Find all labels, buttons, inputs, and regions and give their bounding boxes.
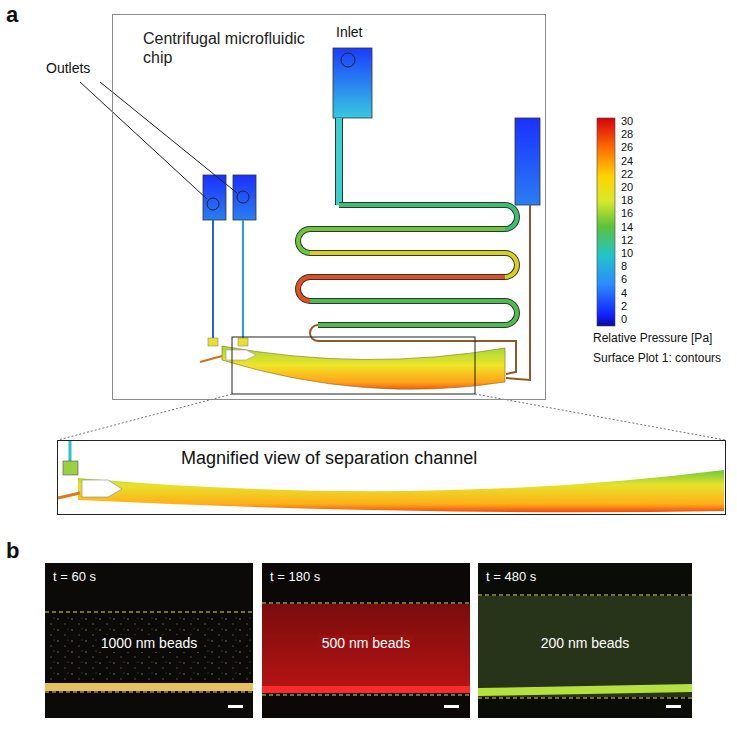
colorbar-tick: 28 — [621, 128, 633, 141]
colorbar-tick: 30 — [621, 115, 633, 128]
bead-size: 500 nm beads — [319, 635, 414, 652]
micrograph-panel: t = 60 s 1000 nm beads — [45, 563, 253, 718]
colorbar-tick: 18 — [621, 194, 633, 207]
colorbar-title: Relative Pressure [Pa] — [593, 331, 712, 345]
colorbar-tick: 20 — [621, 181, 633, 194]
colorbar-note: Surface Plot 1: contours — [593, 351, 721, 365]
time-stamp: t = 60 s — [53, 569, 96, 585]
colorbar-tick: 2 — [621, 300, 627, 313]
colorbar-tick: 16 — [621, 207, 633, 220]
micrograph-1000nm — [45, 563, 253, 718]
colorbar-tick: 6 — [621, 273, 627, 286]
view-title: Magnified view of separation channel — [178, 448, 480, 470]
time-stamp: t = 180 s — [270, 569, 320, 585]
panel-letter: a — [6, 2, 18, 28]
colorbar-tick: 24 — [621, 155, 633, 168]
micrograph-200nm — [478, 563, 692, 718]
colorbar-tick: 22 — [621, 168, 633, 181]
chip-outline: Centrifugal microfluidic chip — [112, 14, 546, 400]
magnified-view-box: Magnified view of separation channel — [57, 440, 726, 515]
colorbar-tick: 14 — [621, 221, 633, 234]
part-label: Inlet — [336, 24, 362, 41]
micrograph-panel: t = 480 s 200 nm beads — [478, 563, 692, 718]
colorbar-tick: 26 — [621, 141, 633, 154]
micrograph-panel: t = 180 s 500 nm beads — [262, 563, 470, 718]
colorbar-tick: 0 — [621, 313, 627, 326]
chip-title: Centrifugal microfluidic chip — [143, 29, 333, 67]
time-stamp: t = 480 s — [486, 569, 536, 585]
chip-drawing — [58, 48, 725, 440]
micrograph-500nm — [262, 563, 470, 718]
colorbar-tick: 4 — [621, 287, 627, 300]
colorbar-tick: 8 — [621, 260, 627, 273]
part-label: Outlets — [46, 60, 90, 77]
colorbar-tick: 10 — [621, 247, 633, 260]
magnified-channel — [58, 441, 724, 512]
bead-size: 200 nm beads — [538, 635, 633, 652]
bead-size: 1000 nm beads — [98, 635, 201, 652]
colorbar-tick: 12 — [621, 234, 633, 247]
panel-letter: b — [6, 538, 19, 564]
